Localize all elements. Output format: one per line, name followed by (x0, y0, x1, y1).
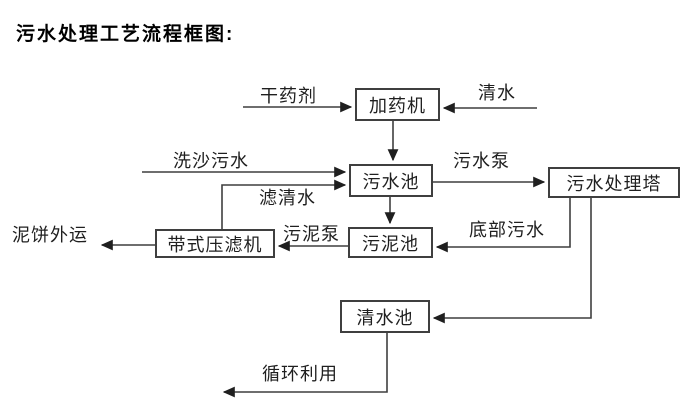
node-sewage-pool: 污水池 (349, 164, 433, 197)
edge-label-filtered-water: 滤清水 (259, 188, 316, 208)
edge-label-sludge-pump: 污泥泵 (283, 224, 340, 244)
page-title: 污水处理工艺流程框图: (16, 24, 235, 45)
edge-label-sewage-pump: 污水泵 (453, 151, 510, 171)
edge-label-recycle: 循环利用 (262, 364, 338, 384)
node-dosing-machine: 加药机 (355, 88, 440, 121)
edge-label-bottom-sewage: 底部污水 (469, 220, 545, 240)
edge-label-sand-washing-sewage: 洗沙污水 (173, 151, 249, 171)
edge-treatment-tower-to-clean-water-pool (432, 198, 592, 324)
node-sludge-pool: 污泥池 (348, 227, 433, 258)
node-belt-filter-press: 带式压滤机 (155, 229, 275, 258)
node-clean-water-pool: 清水池 (340, 300, 430, 333)
edge-label-dry-agent: 干药剂 (260, 86, 317, 106)
node-treatment-tower: 污水处理塔 (548, 167, 680, 198)
edge-label-mud-cake-out: 泥饼外运 (12, 225, 88, 245)
edge-label-clean-water: 清水 (478, 83, 516, 103)
